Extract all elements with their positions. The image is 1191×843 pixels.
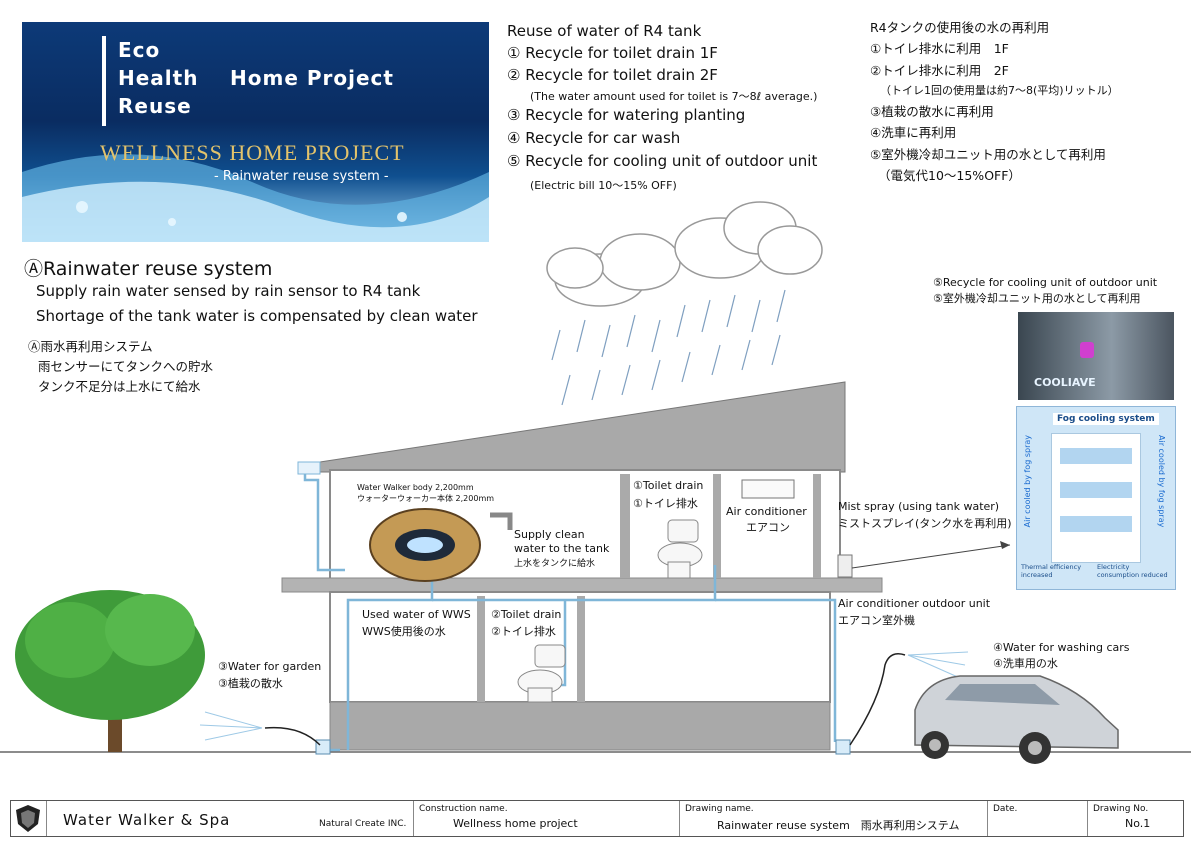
reuse-en-note: (The water amount used for toilet is 7～8… <box>530 90 818 103</box>
water-walker-tank <box>369 508 481 582</box>
rain-lines <box>551 289 786 406</box>
car-label-en: ④Water for washing cars <box>993 641 1130 654</box>
project-banner: Eco Health Reuse Home Project WELLNESS H… <box>22 22 489 242</box>
fog-cooling-diagram: Fog cooling system Air cooled by fog spr… <box>1016 406 1176 590</box>
toilet2-label-en: ②Toilet drain <box>491 608 562 621</box>
mist-label-jp: ミストスプレイ(タンク水を再利用) <box>838 517 1012 530</box>
supply-label-jp: 上水をタンクに給水 <box>514 559 596 569</box>
water-splash-graphic <box>22 154 489 242</box>
drawing-no-value: No.1 <box>1125 817 1151 830</box>
roof <box>319 381 846 473</box>
garden-label-jp: ③植栽の散水 <box>218 677 283 690</box>
cooling-unit-graphic <box>1051 433 1141 563</box>
construction-label: Construction name. <box>419 804 508 814</box>
system-title: ⒶRainwater reuse system <box>24 258 273 280</box>
reuse-en-item-1: ① Recycle for toilet drain 1F <box>507 44 718 62</box>
reuse-jp-bill-note: （電気代10～15%OFF） <box>878 168 1021 183</box>
system-jp-line-2: タンク不足分は上水にて給水 <box>38 379 201 394</box>
toilet1-label-jp: ①トイレ排水 <box>633 497 698 510</box>
reuse-en-item-4: ④ Recycle for car wash <box>507 129 681 147</box>
banner-divider <box>102 36 106 126</box>
used-water-jp: WWS使用後の水 <box>362 625 446 638</box>
banner-word-health: Health <box>118 66 199 90</box>
toilet-icon <box>517 644 566 703</box>
air-conditioner-icon <box>741 479 795 499</box>
banner-home-project: Home Project <box>230 66 394 90</box>
outdoor-unit-icon <box>837 554 853 578</box>
reuse-en-item-2: ② Recycle for toilet drain 2F <box>507 66 718 84</box>
outdoor-label-jp: エアコン室外機 <box>838 614 915 627</box>
reuse-en-item-3: ③ Recycle for watering planting <box>507 106 746 124</box>
reuse-jp-item-2: ②トイレ排水に利用 2F <box>870 63 1009 78</box>
fog-bottom-right: Electricity consumption reduced <box>1097 563 1168 579</box>
banner-subtitle: - Rainwater reuse system - <box>214 169 389 184</box>
rain-gutter <box>297 461 321 475</box>
water-spray <box>199 711 263 741</box>
ww-body-jp: ウォーターウォーカー本体 2,200mm <box>357 494 495 503</box>
car-label-jp: ④洗車用の水 <box>993 657 1058 670</box>
reuse-jp-item-1: ①トイレ排水に利用 1F <box>870 41 1009 56</box>
cooliave-photo: COOLIAVE <box>1018 312 1174 400</box>
reuse-en-item-5: ⑤ Recycle for cooling unit of outdoor un… <box>507 152 818 170</box>
cloud-icon <box>546 201 823 307</box>
fog-nozzle-icon <box>1080 342 1094 358</box>
floor-slab <box>281 577 883 593</box>
cooling-label-jp: ⑤室外機冷却ユニット用の水として再利用 <box>933 292 1141 305</box>
toilet2-label-jp: ②トイレ排水 <box>491 625 556 638</box>
maker-name: Natural Create INC. <box>319 819 407 829</box>
fog-side-left: Air cooled by fog spray <box>1023 435 1032 528</box>
reuse-en-bill-note: (Electric bill 10～15% OFF) <box>530 179 677 192</box>
reuse-jp-note: （トイレ1回の使用量は約7～8(平均)リットル） <box>880 84 1119 97</box>
reuse-jp-item-5: ⑤室外機冷却ユニット用の水として再利用 <box>870 147 1106 162</box>
used-water-en: Used water of WWS <box>362 608 471 621</box>
reuse-jp-title: R4タンクの使用後の水の再利用 <box>870 20 1050 35</box>
garden-label-en: ③Water for garden <box>218 660 322 673</box>
supply-label-2: water to the tank <box>514 542 610 555</box>
toilet-icon <box>657 519 703 579</box>
reuse-en-title: Reuse of water of R4 tank <box>507 22 702 40</box>
cooliave-brand: COOLIAVE <box>1034 376 1096 389</box>
banner-wellness-title: WELLNESS HOME PROJECT <box>100 140 405 165</box>
ww-body-en: Water Walker body 2,200mm <box>357 483 474 492</box>
house-diagram <box>0 201 1191 764</box>
company-name: Water Walker & Spa <box>63 811 231 829</box>
fog-side-right: Air cooled by fog spray <box>1157 435 1166 528</box>
supply-label-1: Supply clean <box>514 528 585 541</box>
construction-value: Wellness home project <box>453 817 578 830</box>
system-line-2: Shortage of the tank water is compensate… <box>36 307 478 325</box>
banner-word-eco: Eco <box>118 38 161 62</box>
fog-system-title: Fog cooling system <box>1053 413 1159 425</box>
system-line-1: Supply rain water sensed by rain sensor … <box>36 282 421 300</box>
system-jp-title: Ⓐ雨水再利用システム <box>28 339 153 354</box>
faucet-icon <box>490 512 513 530</box>
banner-word-reuse: Reuse <box>118 94 192 118</box>
water-spray <box>907 651 969 679</box>
title-block: Water Walker & Spa Natural Create INC. C… <box>10 800 1184 837</box>
mist-label-en: Mist spray (using tank water) <box>838 500 1000 513</box>
foundation <box>329 701 831 751</box>
drawing-no-label: Drawing No. <box>1093 804 1149 814</box>
drawing-value: Rainwater reuse system 雨水再利用システム <box>717 819 960 832</box>
car-icon <box>914 675 1119 764</box>
ac-label-en: Air conditioner <box>726 505 807 518</box>
cooling-label-en: ⑤Recycle for cooling unit of outdoor uni… <box>933 276 1158 289</box>
date-label: Date. <box>993 804 1018 814</box>
reuse-jp-item-3: ③植栽の散水に再利用 <box>870 104 994 119</box>
reuse-jp-item-4: ④洗車に再利用 <box>870 125 957 140</box>
drawing-label: Drawing name. <box>685 804 754 814</box>
outdoor-label-en: Air conditioner outdoor unit <box>838 597 991 610</box>
tree-icon <box>15 590 205 752</box>
fog-bottom-left: Thermal efficiency increased <box>1021 563 1082 579</box>
system-jp-line-1: 雨センサーにてタンクへの貯水 <box>38 359 214 374</box>
shield-logo-icon <box>16 805 40 832</box>
ac-label-jp: エアコン <box>746 521 790 534</box>
toilet1-label-en: ①Toilet drain <box>633 479 704 492</box>
